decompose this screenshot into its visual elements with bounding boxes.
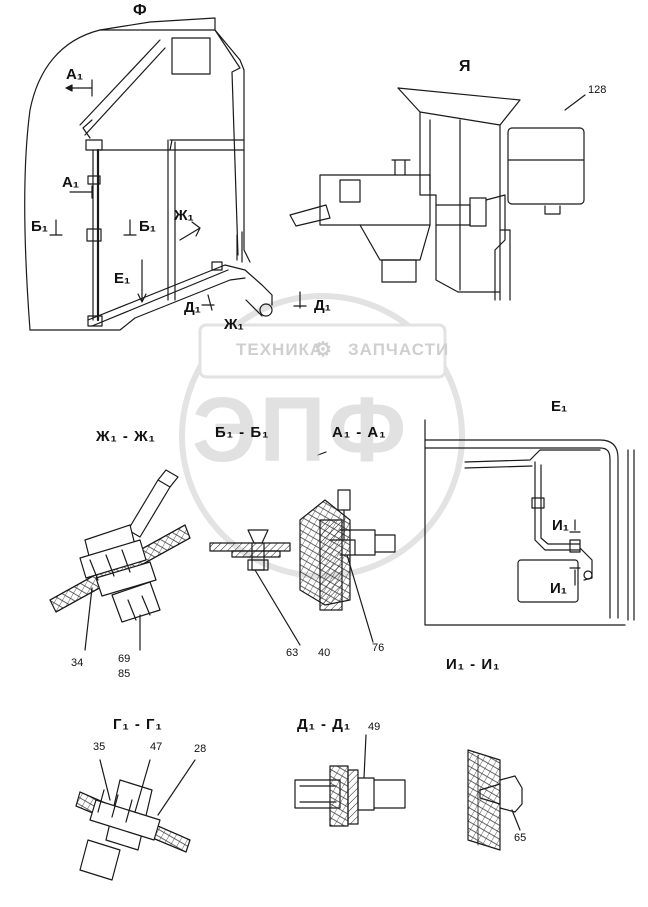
watermark-logo: ЭПФ: [192, 379, 409, 481]
part-number-63: 63: [286, 647, 299, 659]
view-e1-drawing: [424, 419, 635, 626]
section-d1-drawing: [294, 734, 406, 827]
section-title-d1: Д₁ - Д₁: [297, 716, 352, 733]
part-number-34: 34: [71, 657, 84, 669]
cut-mark-a1-mid: А₁: [62, 174, 80, 191]
cut-mark-zh1-top: Ж₁: [174, 207, 194, 224]
section-a1-drawing: [299, 451, 396, 643]
part-number-69: 69: [118, 653, 131, 665]
part-number-85: 85: [118, 668, 131, 680]
cut-mark-d1-right: Д₁: [314, 297, 331, 314]
part-number-47: 47: [150, 741, 163, 753]
view-title-phi: Ф: [133, 2, 147, 19]
watermark-brand-right: ЗАПЧАСТИ: [348, 340, 450, 359]
section-b1-drawing: [209, 529, 301, 646]
section-title-a1: А₁ - А₁: [332, 424, 387, 441]
cut-mark-i1-top: И₁: [552, 517, 569, 534]
section-zh1-drawing: [49, 469, 191, 651]
part-number-76: 76: [372, 642, 385, 654]
section-title-i1: И₁ - И₁: [446, 656, 501, 673]
part-number-28: 28: [194, 743, 207, 755]
section-g1-drawing: [75, 759, 196, 881]
part-number-65: 65: [514, 832, 527, 844]
view-phi-outline: [24, 17, 307, 331]
section-title-zh1: Ж₁ - Ж₁: [96, 428, 156, 445]
section-title-b1: Б₁ - Б₁: [215, 424, 270, 441]
cut-mark-d1-left: Д₁: [184, 299, 201, 316]
cut-mark-b1-right: Б₁: [139, 218, 156, 235]
cut-mark-a1-top: А₁: [66, 66, 84, 83]
view-title-e1: Е₁: [551, 398, 568, 415]
view-ya-drawing: [289, 87, 586, 301]
part-number-128: 128: [588, 84, 607, 96]
part-number-40: 40: [318, 647, 331, 659]
cut-mark-zh1-bottom: Ж₁: [224, 316, 244, 333]
section-i1-drawing: [467, 749, 523, 851]
cut-mark-b1-left: Б₁: [31, 218, 48, 235]
watermark-brand-left: ТЕХНИКА: [236, 340, 324, 359]
part-number-49: 49: [368, 721, 381, 733]
watermark-gear-icon: ⚙: [314, 339, 333, 361]
cut-mark-i1-bottom: И₁: [550, 580, 567, 597]
section-title-g1: Г₁ - Г₁: [113, 716, 163, 733]
view-title-ya: Я: [459, 58, 471, 75]
cut-mark-e1-left: Е₁: [114, 270, 131, 287]
part-number-35: 35: [93, 741, 106, 753]
